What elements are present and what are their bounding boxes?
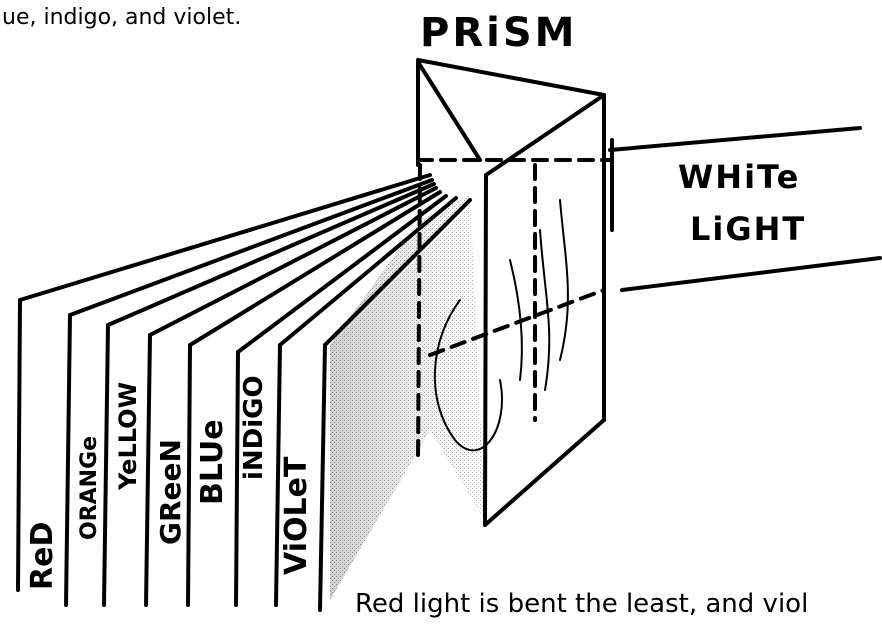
white-light-label-line2: LiGHT (690, 210, 806, 248)
white-light-beam (610, 128, 880, 290)
band-label-blue: BLUe (195, 419, 230, 505)
top-caption: ue, indigo, and violet. (2, 5, 241, 30)
band-label-yellow: YeLLOW (114, 382, 142, 491)
band-label-orange: ORANGe (77, 436, 102, 540)
prism-title-underline (418, 60, 604, 95)
band-label-red: ReD (25, 522, 60, 590)
band-label-green: GReeN (154, 439, 187, 545)
prism-title: PRiSM (420, 10, 577, 56)
bottom-caption: Red light is bent the least, and viol (355, 589, 808, 619)
violet-shadow-stipple (330, 195, 485, 600)
band-label-violet: ViOLeT (279, 456, 314, 575)
band-label-indigo: iNDiGO (239, 375, 269, 480)
white-light-label-line1: WHiTe (678, 158, 800, 196)
